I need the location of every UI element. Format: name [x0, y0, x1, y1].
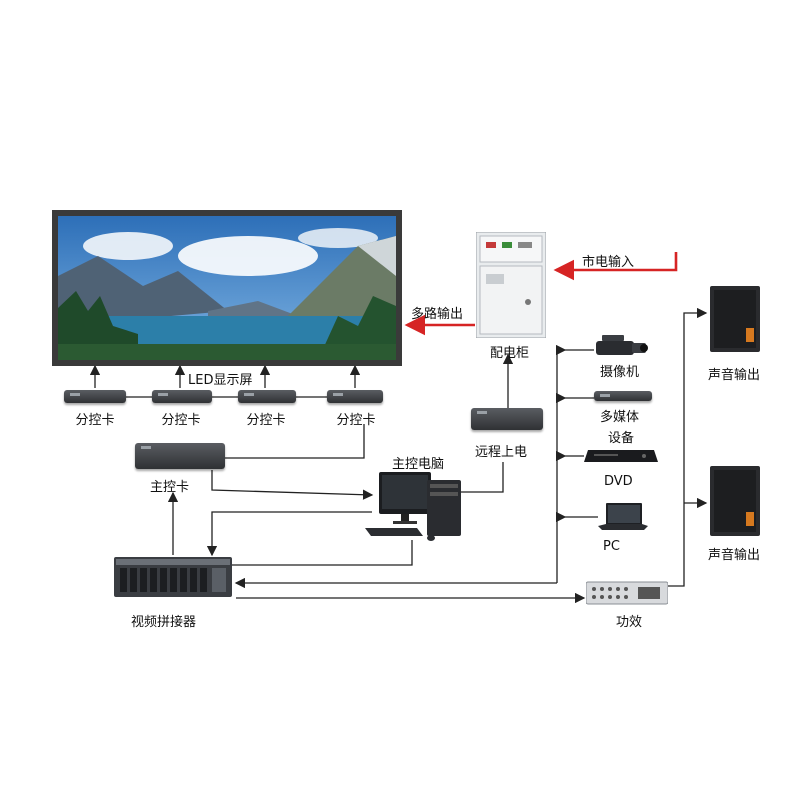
landscape-icon [58, 216, 396, 360]
multimedia-label-1: 多媒体 [600, 410, 640, 425]
video-splicer-label: 视频拼接器 [131, 615, 197, 630]
laptop-icon [598, 502, 648, 532]
main-pc-label: 主控电脑 [392, 457, 445, 472]
desktop-computer-icon [365, 470, 465, 542]
sub-card-3-label: 分控卡 [246, 413, 286, 428]
sub-card-2 [152, 390, 212, 403]
sub-card-3 [238, 390, 296, 403]
amplifier-icon [585, 580, 669, 606]
main-card-label: 主控卡 [150, 480, 190, 495]
remote-power-label: 远程上电 [475, 445, 528, 460]
main-control-card [135, 443, 225, 469]
multimedia-label-2: 设备 [608, 431, 635, 446]
led-screen [52, 210, 402, 366]
sub-card-4-label: 分控卡 [336, 413, 376, 428]
led-screen-label: LED显示屏 [188, 373, 253, 388]
sub-card-1-label: 分控卡 [75, 413, 115, 428]
sub-card-1 [64, 390, 126, 403]
electrical-cabinet-icon [475, 231, 547, 339]
video-splicer [114, 555, 232, 599]
sub-card-2-label: 分控卡 [161, 413, 201, 428]
pc-label: PC [603, 539, 620, 554]
camcorder-icon [594, 333, 650, 359]
dvd-player-icon [584, 448, 658, 466]
multimedia-device [594, 391, 652, 401]
remote-power-unit [471, 408, 543, 430]
dvd-label: DVD [604, 474, 633, 489]
sound-output-bottom-label: 声音输出 [708, 548, 761, 563]
sound-output-top-label: 声音输出 [708, 368, 761, 383]
splicer-icon [114, 557, 232, 597]
mains-input-label: 市电输入 [582, 255, 635, 270]
sub-card-4 [327, 390, 383, 403]
speaker-icon-bottom [710, 466, 760, 536]
cabinet-label: 配电柜 [490, 346, 530, 361]
camera-label: 摄像机 [600, 365, 640, 380]
amplifier-label: 功效 [616, 615, 643, 630]
speaker-icon-top [710, 286, 760, 352]
multi-output-label: 多路输出 [411, 307, 464, 322]
